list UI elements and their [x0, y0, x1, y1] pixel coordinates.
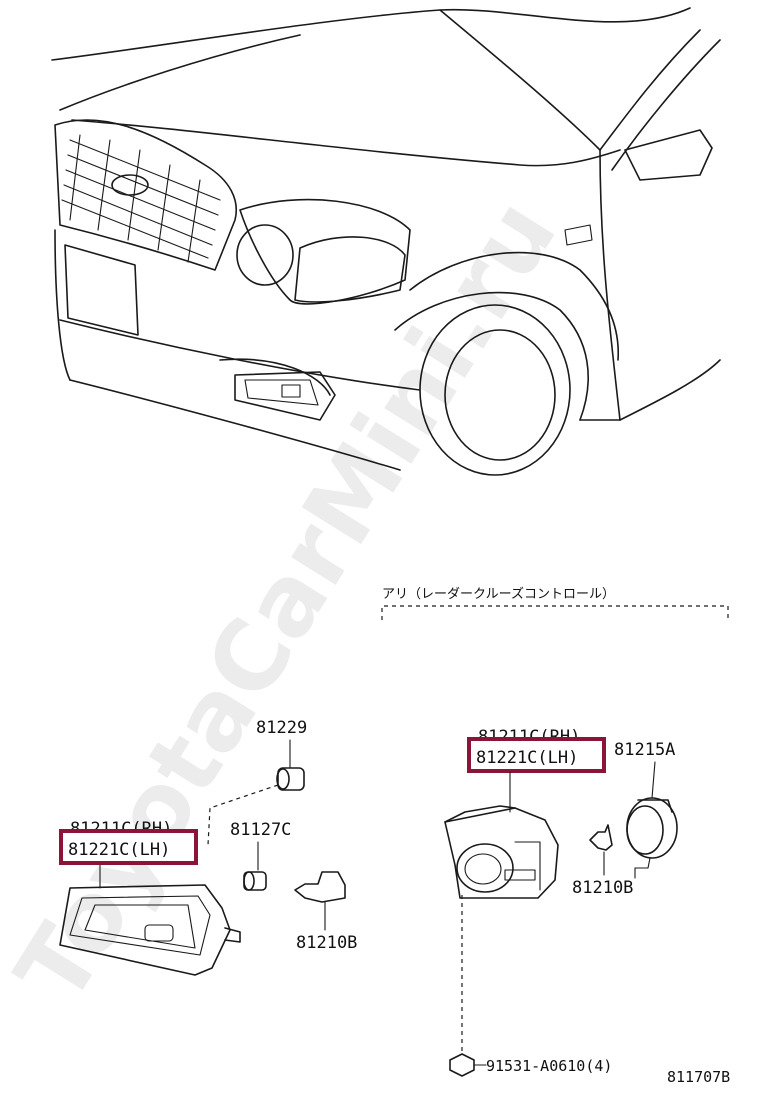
gasket-icon — [243, 871, 267, 891]
left-socket-label: 81229 — [256, 718, 307, 738]
left-fog-lamp-icon — [59, 884, 231, 976]
right-lamp-lh-highlight — [467, 737, 606, 773]
right-bracket-label: 81215A — [614, 740, 675, 760]
right-screw-label: 91531-A0610(4) — [486, 1057, 612, 1075]
right-lamp-lh-label: 81221C(LH) — [476, 748, 578, 768]
left-lamp-lh-highlight — [59, 829, 198, 865]
screw-icon — [449, 1053, 475, 1077]
variant-note: アリ（レーダークルーズコントロール） — [382, 586, 615, 602]
left-bulb-label: 81210B — [296, 933, 357, 953]
car-front-illustration — [51, 7, 721, 476]
right-bulb-label: 81210B — [572, 878, 633, 898]
variant-bracket — [381, 605, 729, 620]
diagram-id: 811707B — [667, 1068, 730, 1086]
right-bulb-icon — [589, 824, 613, 851]
left-gasket-label: 81127C — [230, 820, 291, 840]
right-fog-lamp-icon — [444, 807, 559, 899]
right-parts-group: 81211C(RH) 81221C(LH) 81215A 81210B 9153… — [444, 727, 678, 1077]
left-lamp-lh-label: 81221C(LH) — [68, 840, 170, 860]
bulb-icon — [294, 871, 346, 903]
socket-icon — [277, 767, 305, 791]
left-parts-group: 81229 81127C 81210B 81211C(RH) 81221C(LH… — [59, 718, 357, 976]
